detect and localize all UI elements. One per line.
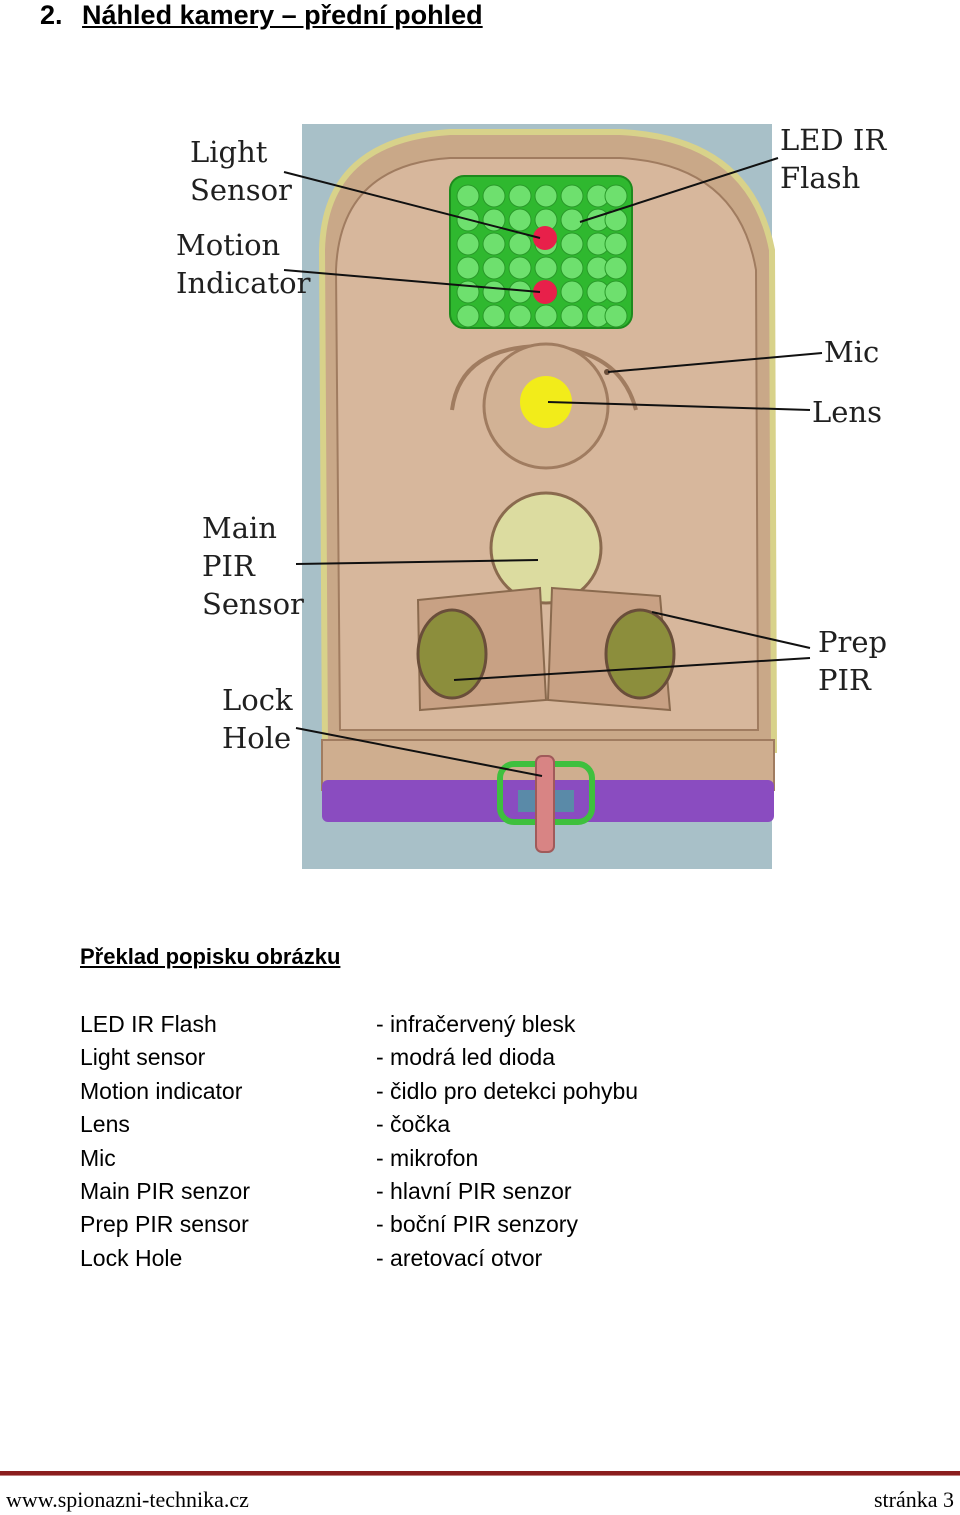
callout-lines <box>283 157 823 777</box>
ir-led <box>560 208 584 232</box>
ir-led <box>508 232 532 256</box>
ir-led <box>534 256 558 280</box>
ir-led <box>508 208 532 232</box>
ir-led <box>534 184 558 208</box>
lock-hole-line <box>295 727 543 777</box>
ir-led <box>482 280 506 304</box>
term-en: LED IR Flash <box>80 1011 217 1037</box>
label-main-pir-1: Main <box>202 511 277 545</box>
ir-led <box>604 256 628 280</box>
prep-pir-line-right <box>651 611 811 649</box>
translation-row: Prep PIR sensor - boční PIR senzory <box>80 1208 780 1241</box>
ir-led <box>604 304 628 328</box>
light-sensor-line <box>283 171 541 239</box>
term-cz: - mikrofon <box>376 1144 479 1171</box>
ir-led <box>604 184 628 208</box>
footer-page-number: stránka 3 <box>873 1487 954 1512</box>
label-light-sensor-2: Sensor <box>190 173 292 207</box>
label-lens: Lens <box>812 395 882 429</box>
label-prep-pir-1: Prep <box>818 625 887 659</box>
label-lock-hole-2: Hole <box>222 721 291 755</box>
light-sensor-led <box>533 226 557 250</box>
section-heading: 2. Náhled kamery – přední pohled <box>40 0 483 30</box>
label-main-pir-3: Sensor <box>202 587 304 621</box>
translation-row: Main PIR senzor - hlavní PIR senzor <box>80 1175 780 1208</box>
translation-row: Lock Hole - aretovací otvor <box>80 1242 780 1275</box>
term-en: Mic <box>80 1144 116 1171</box>
ir-led <box>560 304 584 328</box>
section-title: Náhled kamery – přední pohled <box>82 0 483 30</box>
term-en: Main PIR senzor <box>80 1177 251 1204</box>
translation-title: Překlad popisku obrázku <box>80 944 341 969</box>
label-led-ir-flash-1: LED IR <box>780 123 887 157</box>
term-en: Light sensor <box>80 1044 206 1071</box>
figure-labels: Light Sensor Motion Indicator LED IR Fla… <box>176 123 887 755</box>
label-motion-indicator-2: Indicator <box>176 266 311 300</box>
label-lock-hole-1: Lock <box>222 683 293 717</box>
ir-led <box>456 184 480 208</box>
ir-led <box>456 256 480 280</box>
motion-indicator-line <box>283 269 541 293</box>
ir-led <box>456 232 480 256</box>
main-pir-line <box>295 559 539 565</box>
term-cz: - čočka <box>376 1111 451 1138</box>
motion-indicator-led <box>533 280 557 304</box>
ir-led <box>482 256 506 280</box>
ir-led <box>560 256 584 280</box>
lens <box>520 376 572 428</box>
label-mic: Mic <box>824 335 879 369</box>
label-main-pir-2: PIR <box>202 549 256 583</box>
term-cz: - čidlo pro detekci pohybu <box>376 1077 639 1104</box>
mic-hole <box>604 369 610 375</box>
ir-led <box>560 232 584 256</box>
ir-led <box>604 280 628 304</box>
camera-diagram: Light Sensor Motion Indicator LED IR Fla… <box>150 110 900 880</box>
term-cz: - hlavní PIR senzor <box>376 1177 572 1204</box>
term-en: Lock Hole <box>80 1244 183 1271</box>
ir-led <box>482 232 506 256</box>
ir-led <box>456 304 480 328</box>
label-light-sensor-1: Light <box>190 135 268 169</box>
ir-led <box>508 280 532 304</box>
ir-led-grid <box>456 184 628 328</box>
lens-line <box>547 401 811 411</box>
section-number: 2. <box>40 0 63 30</box>
translation-row: Lens - čočka <box>80 1108 780 1141</box>
term-en: Lens <box>80 1111 130 1138</box>
term-cz: - boční PIR senzory <box>376 1211 578 1238</box>
ir-led <box>508 304 532 328</box>
label-motion-indicator-1: Motion <box>176 228 280 262</box>
main-pir-sensor <box>489 491 603 605</box>
ir-led <box>604 208 628 232</box>
translation-list: LED IR Flash - infračervený blesk Light s… <box>80 1008 780 1275</box>
ir-led <box>508 256 532 280</box>
footer-divider <box>0 1471 960 1476</box>
lock-hole-pin <box>535 755 555 853</box>
ir-led <box>534 304 558 328</box>
led-ir-flash-line <box>579 157 779 223</box>
term-en: Motion indicator <box>80 1077 243 1104</box>
ir-led <box>560 184 584 208</box>
prep-pir-left <box>416 608 488 700</box>
translation-row: Motion indicator - čidlo pro detekci pohy… <box>80 1075 780 1108</box>
footer-website: www.spionazni-technika.cz <box>6 1487 249 1512</box>
ir-led <box>604 232 628 256</box>
translation-row: Light sensor - modrá led dioda <box>80 1041 780 1074</box>
term-en: Prep PIR sensor <box>80 1211 249 1238</box>
ir-led <box>482 304 506 328</box>
ir-led <box>560 280 584 304</box>
prep-pir-line-left <box>453 657 811 681</box>
term-cz: - aretovací otvor <box>376 1244 543 1271</box>
term-cz: - modrá led dioda <box>376 1044 555 1071</box>
translation-row: Mic - mikrofon <box>80 1142 780 1175</box>
term-cz: - infračervený blesk <box>376 1011 576 1037</box>
prep-pir-right <box>604 608 676 700</box>
camera-front-view-figure: Light Sensor Motion Indicator LED IR Fla… <box>150 110 900 880</box>
label-led-ir-flash-2: Flash <box>780 161 860 195</box>
translation-row: LED IR Flash - infračervený blesk <box>80 1008 780 1041</box>
ir-led <box>482 184 506 208</box>
label-prep-pir-2: PIR <box>818 663 872 697</box>
mic-line <box>607 352 823 373</box>
ir-led <box>508 184 532 208</box>
